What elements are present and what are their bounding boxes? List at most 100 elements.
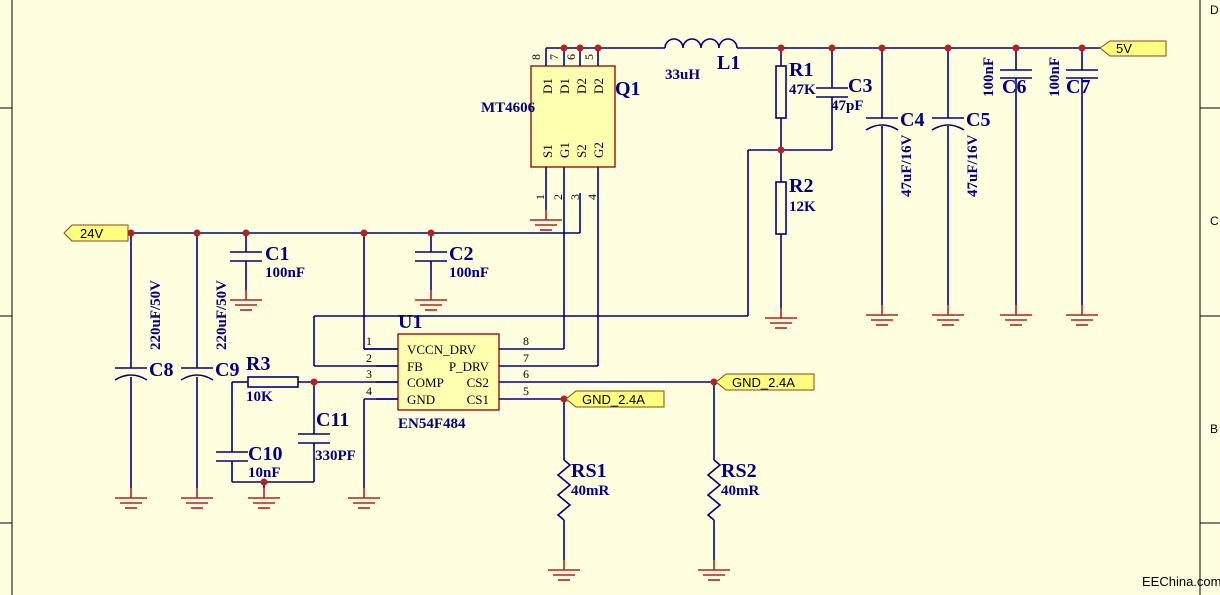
resistor-r1[interactable]: R1 47K xyxy=(775,59,816,119)
u1-pin1-num: 1 xyxy=(366,334,372,348)
rs1-value: 40mR xyxy=(571,483,609,499)
u1-pin-name-comp: COMP xyxy=(407,375,444,390)
zone-label-c: C xyxy=(1210,214,1219,228)
resistor-r2[interactable]: R2 12K xyxy=(775,175,816,235)
r2-ref: R2 xyxy=(789,175,813,197)
capacitor-c8[interactable]: C8 220uF/50V xyxy=(114,280,173,381)
u1-pin-name-cs1: CS1 xyxy=(467,392,489,407)
capacitor-c11[interactable]: C11 330PF xyxy=(298,409,356,464)
q1-pin1-num: 1 xyxy=(533,194,547,200)
rs2-ref: RS2 xyxy=(721,460,757,482)
ground-icon xyxy=(414,289,448,311)
c3-value: 47pF xyxy=(831,98,864,114)
c4-value: 47uF/16V xyxy=(899,134,915,197)
u1-pin5-num: 5 xyxy=(523,384,529,398)
u1-pin6-num: 6 xyxy=(523,367,529,381)
c7-ref: C7 xyxy=(1066,76,1090,98)
c5-value: 47uF/16V xyxy=(965,134,981,197)
port-24v-label: 24V xyxy=(80,226,103,241)
q1-mosfet[interactable]: 8 7 6 5 1 2 3 4 D1 D1 D2 D2 S1 G1 S2 G2 … xyxy=(481,54,641,200)
gnd-cs2-label: GND_2.4A xyxy=(732,375,795,390)
c4-ref: C4 xyxy=(900,109,924,131)
q1-pin-name-d2a: D2 xyxy=(574,78,589,94)
u1-ref: U1 xyxy=(398,311,422,333)
inductor-l1[interactable]: 33uH L1 xyxy=(664,38,740,83)
ground-icon xyxy=(931,304,965,326)
capacitor-c10[interactable]: C10 10nF xyxy=(216,443,282,481)
capacitor-c2[interactable]: C2 100nF xyxy=(415,243,489,281)
q1-pin-name-s2: S2 xyxy=(574,144,589,158)
u1-controller[interactable]: 1 2 3 4 8 7 6 5 VCCN_DRV FB COMP GND P_D… xyxy=(364,311,531,432)
watermark: EEChina.com xyxy=(1142,574,1220,589)
q1-pin-name-d1a: D1 xyxy=(540,78,555,94)
u1-pin-name-cs2: CS2 xyxy=(467,375,489,390)
q1-pin8-num: 8 xyxy=(529,54,543,60)
q1-pin4-num: 4 xyxy=(585,194,599,200)
rs1-ref: RS1 xyxy=(571,460,607,482)
r1-value: 47K xyxy=(789,82,816,98)
q1-pin3-num: 3 xyxy=(568,194,582,200)
c10-value: 10nF xyxy=(248,465,281,481)
c1-ref: C1 xyxy=(265,243,289,265)
l1-ref: L1 xyxy=(717,52,740,74)
capacitor-c1[interactable]: C1 100nF xyxy=(230,243,305,281)
c2-value: 100nF xyxy=(449,265,489,281)
gnd-cs1-label: GND_2.4A xyxy=(582,392,645,407)
q1-pin-name-g2: G2 xyxy=(591,142,606,158)
resistor-r3[interactable]: R3 10K xyxy=(246,353,299,405)
port-5v[interactable]: 5V xyxy=(1099,40,1167,57)
q1-pin2-num: 2 xyxy=(551,194,565,200)
u1-pin8-num: 8 xyxy=(523,334,529,348)
q1-pin5-num: 5 xyxy=(582,54,596,60)
rs2-value: 40mR xyxy=(721,483,759,499)
wires xyxy=(128,47,1100,560)
ground-icon xyxy=(529,209,563,231)
c11-value: 330PF xyxy=(315,448,356,464)
ground-icon xyxy=(697,559,731,581)
capacitor-c4[interactable]: C4 47uF/16V xyxy=(865,109,924,197)
c11-ref: C11 xyxy=(316,409,349,431)
q1-pin-name-s1: S1 xyxy=(540,144,555,158)
c9-value: 220uF/50V xyxy=(214,280,230,350)
ground-icon xyxy=(114,487,148,509)
c2-ref: C2 xyxy=(449,243,473,265)
r3-value: 10K xyxy=(246,389,273,405)
q1-pin-name-d2b: D2 xyxy=(591,78,606,94)
u1-pin4-num: 4 xyxy=(366,384,372,398)
net-label-gnd-2.4a-cs2[interactable]: GND_2.4A xyxy=(715,373,815,391)
u1-pin-name-pdrv: P_DRV xyxy=(449,359,490,374)
u1-part: EN54F484 xyxy=(398,416,466,432)
c7-value: 100nF xyxy=(1047,57,1063,97)
c8-ref: C8 xyxy=(149,359,173,381)
u1-pin-name-gnd: GND xyxy=(407,392,435,407)
capacitor-c7[interactable]: C7 100nF xyxy=(1047,57,1098,98)
c8-value: 220uF/50V xyxy=(148,280,164,350)
c6-ref: C6 xyxy=(1002,76,1026,98)
r2-value: 12K xyxy=(789,199,816,215)
capacitor-c3[interactable]: C3 47pF xyxy=(816,75,872,114)
zone-label-b: B xyxy=(1210,422,1218,436)
q1-pin-name-g1: G1 xyxy=(557,142,572,158)
resistor-rs2[interactable]: RS2 40mR xyxy=(706,459,759,521)
net-label-gnd-2.4a-cs1[interactable]: GND_2.4A xyxy=(565,390,665,408)
resistor-rs1[interactable]: RS1 40mR xyxy=(556,459,609,521)
q1-pin6-num: 6 xyxy=(564,54,578,60)
c6-value: 100nF xyxy=(981,57,997,97)
u1-pin3-num: 3 xyxy=(366,367,372,381)
l1-value: 33uH xyxy=(665,67,700,83)
ground-icon xyxy=(764,307,798,329)
ground-icon xyxy=(180,487,214,509)
c1-value: 100nF xyxy=(265,265,305,281)
u1-pin7-num: 7 xyxy=(523,351,529,365)
port-24v[interactable]: 24V xyxy=(63,224,129,242)
ground-icon xyxy=(999,304,1033,326)
u1-pin-name-fb: FB xyxy=(407,359,423,374)
capacitor-c5[interactable]: C5 47uF/16V xyxy=(931,109,990,197)
ground-icon xyxy=(347,487,381,509)
capacitor-c6[interactable]: C6 100nF xyxy=(981,57,1032,98)
port-5v-label: 5V xyxy=(1116,41,1132,56)
ground-icon xyxy=(1065,304,1099,326)
capacitor-c9[interactable]: C9 220uF/50V xyxy=(180,280,239,381)
ground-icon xyxy=(247,487,281,509)
